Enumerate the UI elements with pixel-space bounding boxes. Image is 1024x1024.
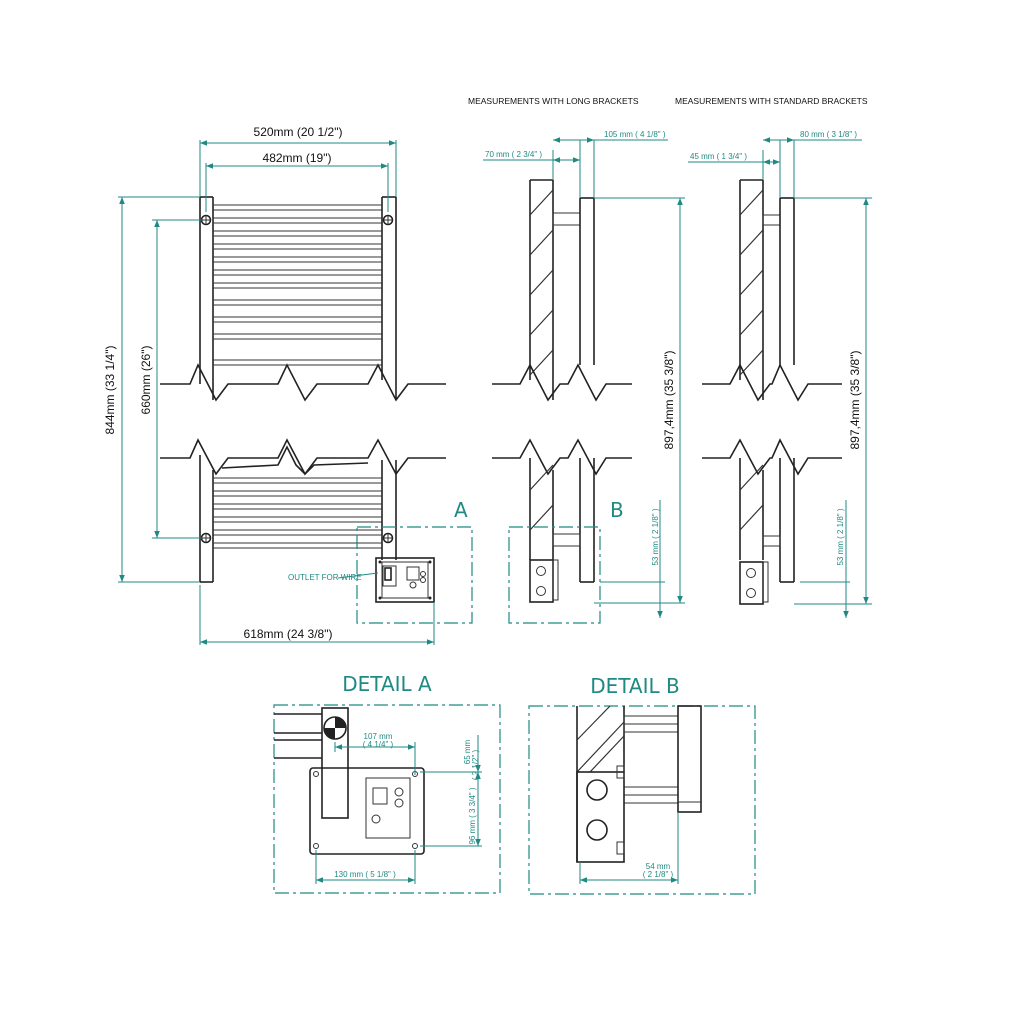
width-outer-label: 520mm (20 1/2") [254,125,343,139]
header-long-brackets: MEASUREMENTS WITH LONG BRACKETS [468,96,639,106]
detail-a-frame [356,526,473,624]
side-long-dimensions: 70 mm ( 2 3/4" ) 105 mm ( 4 1/8" ) 897,4… [483,130,685,618]
standard-top-outer-label: 80 mm ( 3 1/8" ) [800,130,857,139]
header-standard-brackets: MEASUREMENTS WITH STANDARD BRACKETS [675,96,868,106]
side-view-standard [702,179,842,605]
long-top-inner-label: 70 mm ( 2 3/4" ) [485,150,542,159]
long-bottom-label: 53 mm ( 2 1/8" ) [651,508,660,565]
front-dimensions: 520mm (20 1/2") 482mm (19") 844mm (33 1/… [103,125,435,645]
standard-height-label: 897,4mm (35 3/8") [848,351,862,450]
detail-a: DETAIL A 107 mm ( 4 1/4" ) 65 mm ( 2 1/2… [273,672,501,894]
depth-total-label: 618mm (24 3/8") [244,627,333,641]
detail-b: DETAIL B 54 mm ( 2 1/8" ) [528,674,756,895]
detail-a-d1-in: ( 4 1/4" ) [363,740,394,749]
standard-top-inner-label: 45 mm ( 1 3/4" ) [690,152,747,161]
detail-b-d1-mm: 54 mm [646,862,671,871]
width-inner-label: 482mm (19") [263,151,332,165]
long-top-outer-label: 105 mm ( 4 1/8" ) [604,130,666,139]
detail-b-title: DETAIL B [590,674,680,698]
outlet-label: OUTLET FOR WIRE [288,573,362,582]
height-centers-label: 660mm (26") [139,346,153,415]
detail-a-d1-mm: 107 mm [364,732,393,741]
detail-a-d2-in: ( 2 1/2" ) [471,749,480,780]
detail-a-d2-mm: 65 mm [463,739,472,764]
detail-a-marker: A [454,498,468,522]
long-height-label: 897,4mm (35 3/8") [662,351,676,450]
detail-a-d3: 96 mm ( 3 3/4" ) [468,787,477,844]
detail-b-frame [508,526,601,624]
side-standard-dimensions: 45 mm ( 1 3/4" ) 80 mm ( 3 1/8" ) 897,4m… [688,130,872,618]
standard-bottom-label: 53 mm ( 2 1/8" ) [836,508,845,565]
detail-b-d1-in: ( 2 1/8" ) [643,870,674,879]
detail-a-title: DETAIL A [342,672,432,696]
height-total-label: 844mm (33 1/4") [103,346,117,435]
detail-a-d4: 130 mm ( 5 1/8" ) [334,870,396,879]
side-view-long: B [492,179,632,624]
front-view: A OUTLET FOR WIRE [160,196,473,624]
detail-b-marker: B [610,498,624,522]
